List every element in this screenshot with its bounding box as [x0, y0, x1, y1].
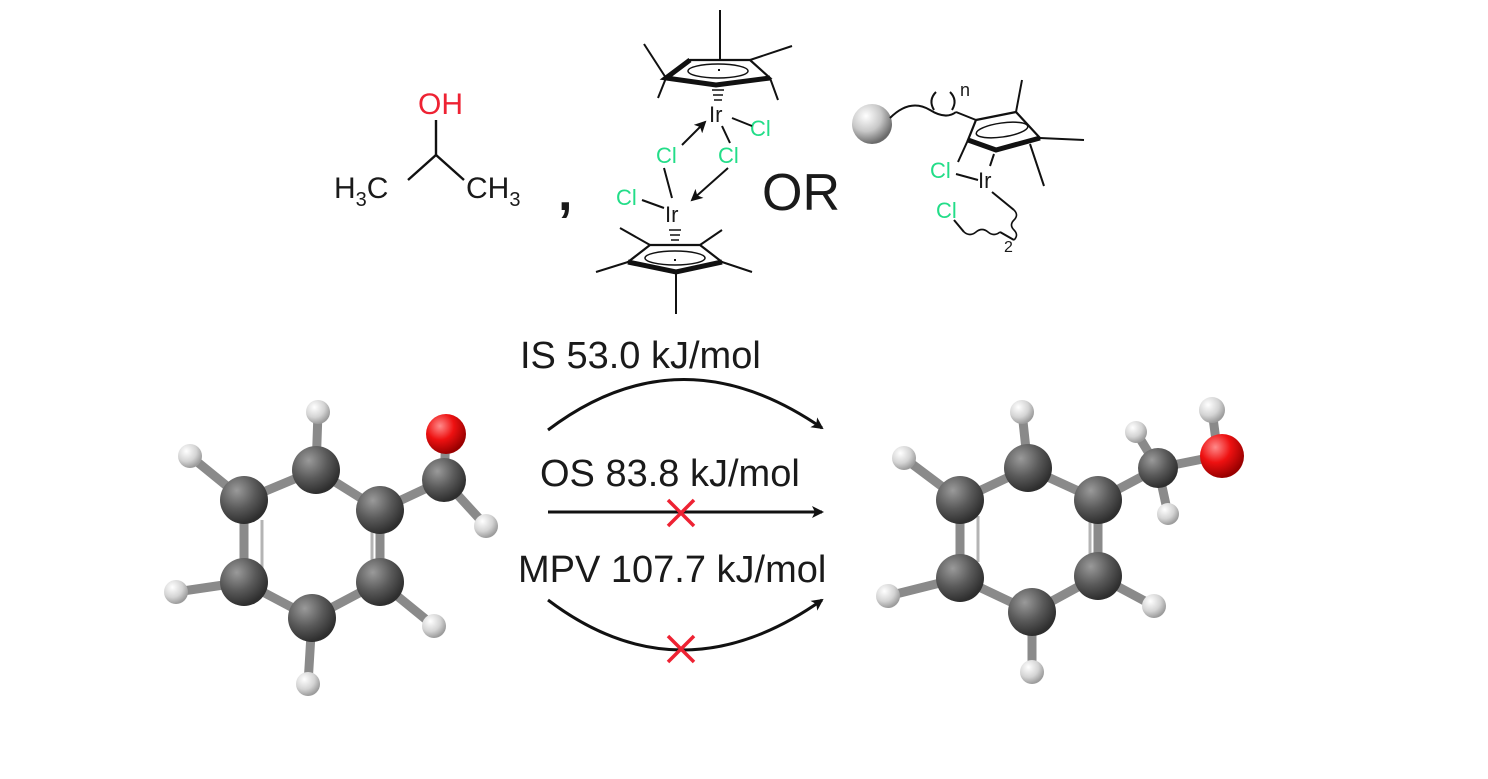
supported-catalyst-structure: n Cl Ir Cl 2 — [852, 79, 1085, 256]
hydrogen-atom — [876, 584, 900, 608]
hydroxyl-label: OH — [418, 88, 463, 121]
pathway-mpv-arrow — [547, 598, 824, 652]
chain-length-label: n — [960, 80, 970, 100]
iridium-bottom-label: Ir — [665, 202, 678, 227]
oxygen-atom — [426, 414, 466, 454]
carbon-atom — [356, 486, 404, 534]
hydrogen-atom — [1157, 503, 1179, 525]
hydrogen-atom — [164, 580, 188, 604]
pathway-os-label: OS 83.8 kJ/mol — [540, 453, 800, 495]
hydrogen-atom — [1020, 660, 1044, 684]
carbon-atom — [1138, 448, 1178, 488]
oxygen-atom — [1200, 434, 1244, 478]
methyl-right-label: CH3 — [466, 172, 520, 211]
iridium-top-label: Ir — [709, 102, 722, 127]
carbon-atom — [1008, 588, 1056, 636]
carbon-atom — [288, 594, 336, 642]
carbon-atom — [936, 554, 984, 602]
carbon-atom — [422, 458, 466, 502]
hydrogen-atom — [306, 400, 330, 424]
isopropanol-structure: OH H3C CH3 — [334, 88, 520, 211]
pathway-is-arrow — [547, 378, 824, 432]
hydrogen-atom — [1125, 421, 1147, 443]
carbon-atom — [1074, 552, 1122, 600]
bridging-chloride-right-label: Cl — [718, 143, 739, 168]
support-bead — [852, 104, 892, 144]
benzaldehyde-model — [164, 400, 498, 696]
bridging-chloride-left-label: Cl — [656, 143, 677, 168]
pathway-mpv-label: MPV 107.7 kJ/mol — [518, 549, 826, 591]
carbon-atom — [220, 558, 268, 606]
dimer-subscript-label: 2 — [1004, 239, 1013, 256]
hydrogen-atom — [178, 444, 202, 468]
hydrogen-atom — [474, 514, 498, 538]
pathway-is-label: IS 53.0 kJ/mol — [520, 335, 761, 377]
carbon-atom — [1074, 476, 1122, 524]
hydrogen-atom — [422, 614, 446, 638]
supported-chloride-top-label: Cl — [930, 158, 951, 183]
chloride-bottom-left-label: Cl — [616, 185, 637, 210]
carbon-atom — [356, 558, 404, 606]
separator-comma: , — [558, 164, 572, 222]
supported-iridium-label: Ir — [978, 168, 991, 193]
hydrogen-atom — [296, 672, 320, 696]
iridium-dimer-structure: Ir Cl Cl Cl Cl Ir — [595, 10, 793, 314]
hydrogen-atom — [1142, 594, 1166, 618]
carbon-atom — [292, 446, 340, 494]
hydrogen-atom — [892, 446, 916, 470]
methyl-left-label: H3C — [334, 172, 388, 211]
pathway-os-blocked-mark — [666, 498, 696, 528]
carbon-atom — [1004, 444, 1052, 492]
benzyl-alcohol-model — [876, 397, 1244, 684]
hydrogen-atom — [1199, 397, 1225, 423]
supported-chloride-bottom-label: Cl — [936, 198, 957, 223]
hydrogen-atom — [1010, 400, 1034, 424]
chloride-top-right-label: Cl — [750, 116, 771, 141]
carbon-atom — [936, 476, 984, 524]
pathway-mpv-blocked-mark — [666, 634, 696, 664]
or-text: OR — [762, 164, 840, 222]
carbon-atom — [220, 476, 268, 524]
